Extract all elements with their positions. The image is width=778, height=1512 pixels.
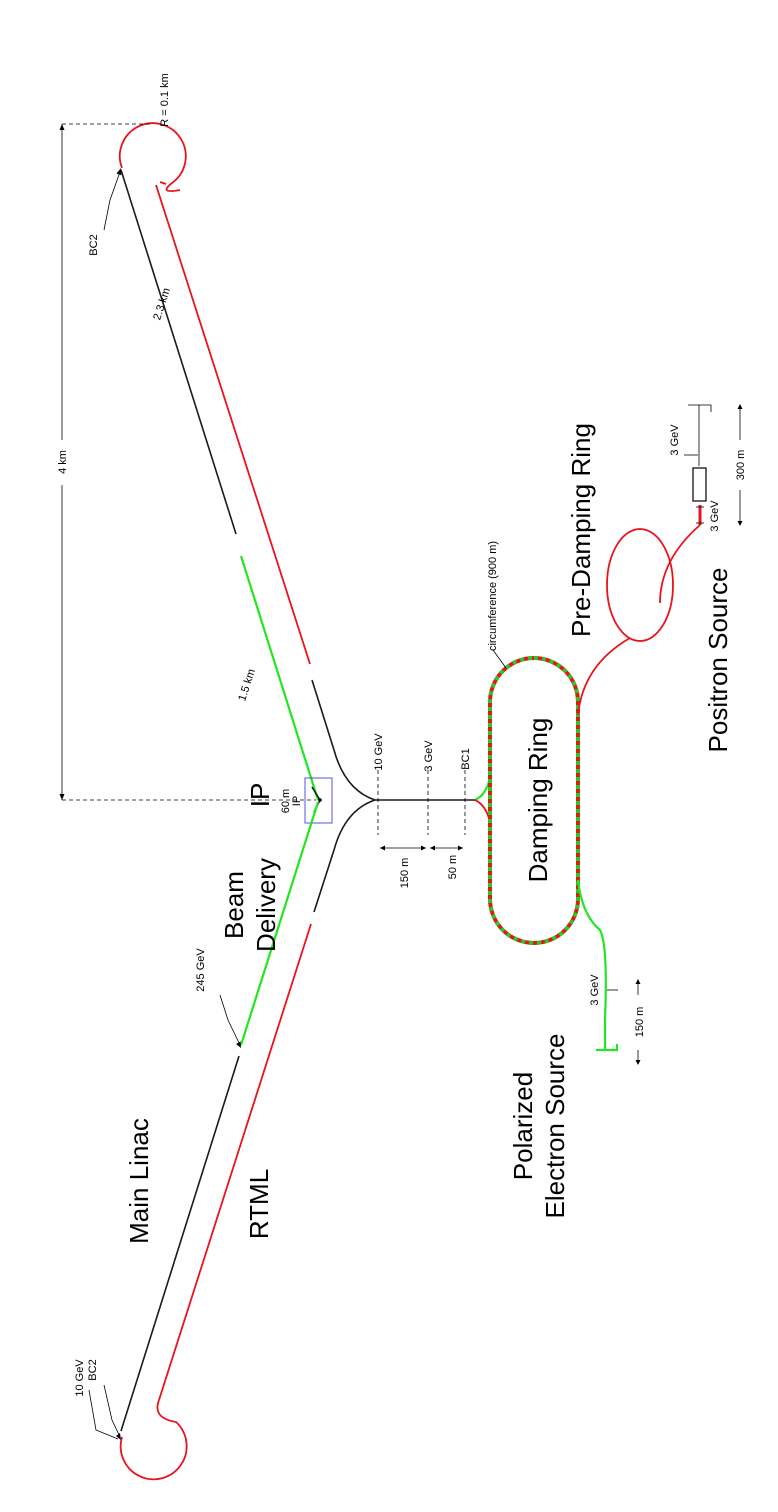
title-beam: Beam [219, 871, 249, 939]
label-4km: 4 km [57, 450, 69, 474]
bc2-bottom-arrowhead [116, 1433, 121, 1440]
ten-gev-bottom-leader [88, 1389, 119, 1440]
predr-to-positron [659, 524, 701, 604]
bottom-turnaround-loop [119, 1399, 188, 1481]
pointer-leaders [88, 168, 241, 1440]
dim-300m-head-top [737, 404, 743, 409]
ev-245-leader [219, 994, 241, 1046]
title-rtml: RTML [244, 1169, 274, 1239]
dr-to-predr-line [577, 637, 631, 716]
label-3gev-mid: 3 GeV [423, 740, 435, 772]
positron-end-bracket [688, 404, 712, 412]
title-ip: IP [245, 783, 275, 808]
big-titles: IP Damping Ring Pre-Damping Ring Positro… [124, 423, 733, 1244]
label-r-radius: R = 0.1 km [159, 73, 171, 127]
dim-150m-e-head-top [635, 979, 641, 984]
label-ip-small: IP [291, 796, 303, 806]
label-60m: 60 m [280, 789, 292, 813]
label-bc2-top: BC2 [88, 234, 100, 255]
dim-4km-head-top [59, 124, 65, 130]
lower-beam-delivery-line [239, 801, 320, 1046]
dim-4km-group [59, 123, 316, 801]
arrow-150m-head-l [380, 845, 385, 851]
small-labels: R = 0.1 km BC2 2.3 km 4 km 1.5 km circum… [57, 73, 747, 1396]
title-polarized: Polarized [508, 1072, 538, 1180]
label-3gev-electron: 3 GeV [589, 974, 601, 1006]
electron-end-bracket [596, 1044, 619, 1052]
upper-rtml-line [155, 184, 311, 665]
title-main-linac: Main Linac [124, 1118, 154, 1244]
ip-region [304, 777, 333, 824]
label-bc2-bottom: BC2 [87, 1359, 99, 1380]
electron-source-group [576, 879, 641, 1065]
dr-to-electron-line [576, 879, 607, 1050]
label-150m: 150 m [399, 858, 411, 889]
title-positron-source: Positron Source [703, 568, 733, 753]
bc2-bottom-leader [103, 1384, 121, 1438]
arrow-50m-head-l [430, 845, 435, 851]
arrow-50m-head-r [458, 845, 463, 851]
bc2-top-arrowhead [116, 168, 122, 176]
upper-beam-delivery-line [239, 555, 320, 801]
pre-damping-ring-group [577, 404, 743, 716]
positron-target-box [692, 467, 707, 502]
circumference-pointer [492, 649, 507, 669]
ev-245-arrowhead [236, 1041, 241, 1048]
lower-rtml-line [158, 923, 312, 1401]
label-245gev: 245 GeV [195, 948, 207, 992]
label-150m-electron: 150 m [634, 1007, 646, 1038]
upper-rtml-black-segment [311, 679, 335, 751]
title-damping-ring: Damping Ring [523, 718, 553, 883]
bc2-top-leader [103, 171, 121, 231]
rtml-stem [375, 770, 492, 851]
label-1-5km: 1.5 km [236, 668, 258, 703]
title-pre-damping-ring: Pre-Damping Ring [566, 423, 596, 637]
lower-rtml-black-segment [313, 849, 335, 913]
stem-to-ring-green [474, 777, 492, 802]
damping-ring [488, 649, 580, 945]
upper-linac-pair [120, 169, 376, 801]
lower-linac-pair [120, 799, 376, 1432]
dim-150m-e-head-bot [635, 1060, 641, 1065]
upper-main-linac-line [120, 169, 237, 535]
label-3gev-positron-2: 3 GeV [709, 500, 721, 532]
lower-merge-curve [333, 799, 376, 851]
damping-ring-dashes [488, 656, 580, 945]
dim-4km-head-bot [59, 794, 65, 800]
stem-to-ring-red [474, 799, 491, 823]
top-turnaround-loop [118, 122, 187, 192]
arrow-150m-head-r [421, 845, 426, 851]
label-50m: 50 m [447, 855, 459, 879]
label-2-3km: 2.3 km [151, 287, 173, 322]
ip-point [318, 798, 322, 802]
pre-damping-ring [606, 528, 674, 642]
title-delivery: Delivery [251, 858, 281, 952]
label-300m: 300 m [735, 450, 747, 481]
bottom-loop-arc [119, 1399, 188, 1481]
dim-300m-head-bot [737, 521, 743, 526]
top-loop-arc [118, 122, 187, 192]
top-loop-red-connector [159, 181, 167, 185]
lower-main-linac-line [120, 1055, 240, 1432]
title-electron-source: Electron Source [540, 1034, 570, 1219]
label-circumference: circumference (900 m) [487, 541, 499, 651]
upper-merge-curve [333, 749, 376, 801]
label-bc1: BC1 [460, 748, 472, 769]
label-10gev-bottom: 10 GeV [74, 1359, 86, 1397]
label-3gev-positron-1: 3 GeV [669, 424, 681, 456]
ip-box [304, 777, 333, 824]
label-10gev-mid: 10 GeV [373, 733, 385, 771]
